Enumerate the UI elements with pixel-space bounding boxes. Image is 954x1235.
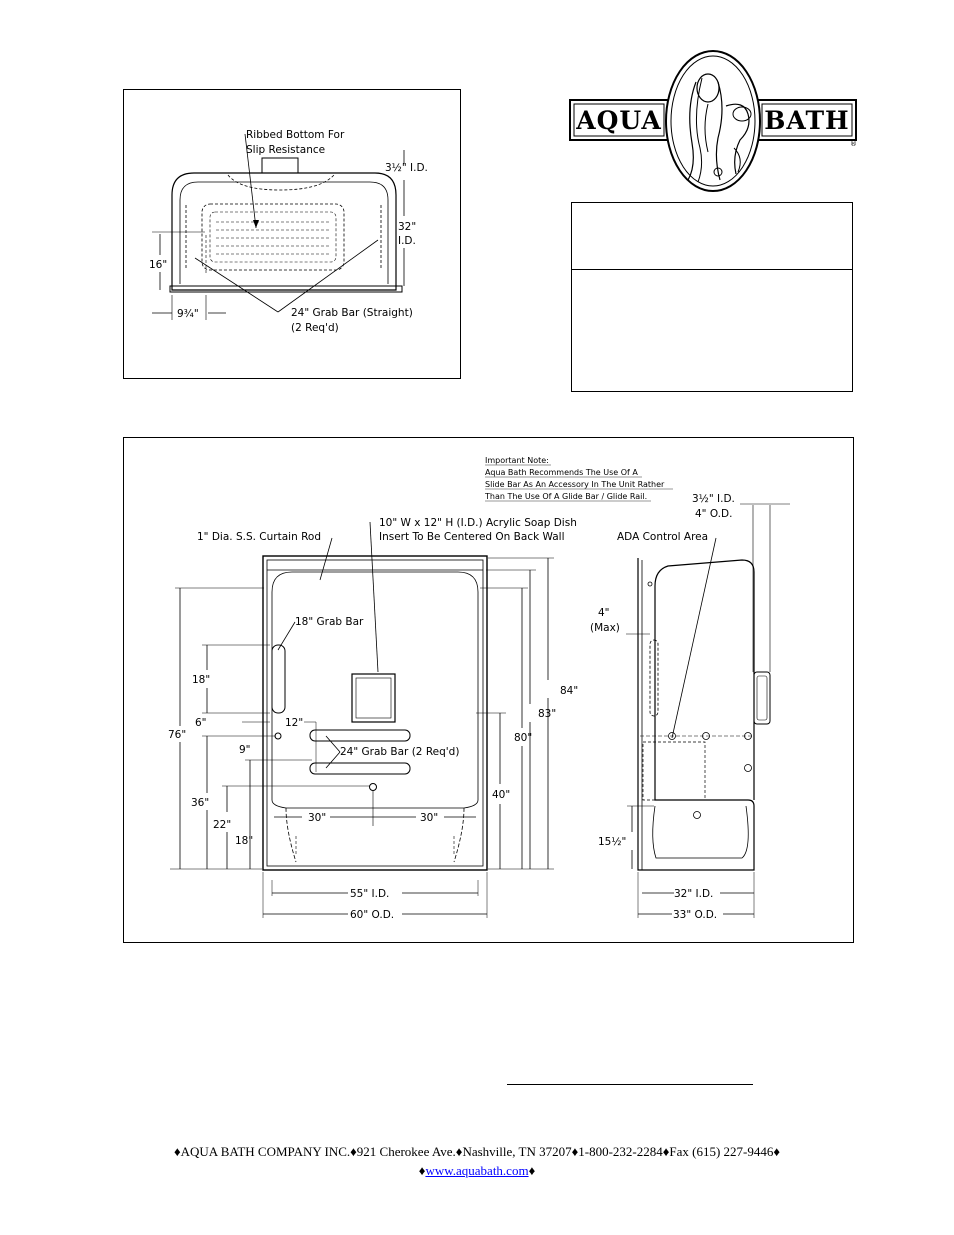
side-top-2: 4" O.D. (695, 508, 732, 520)
footer-address: ♦AQUA BATH COMPANY INC.♦921 Cherokee Ave… (174, 1144, 780, 1159)
important-note-4: Than The Use Of A Glide Bar / Glide Rail… (484, 492, 647, 501)
important-note-1: Important Note: (485, 456, 549, 465)
important-note-2: Aqua Bath Recommends The Use Of A (485, 468, 638, 477)
dim-6: 6" (195, 717, 207, 729)
dim-83: 83" (538, 708, 556, 720)
side-top-1: 3½" I.D. (692, 493, 735, 505)
main-drawing-box (123, 437, 854, 943)
ribbed-note-2: Slip Resistance (246, 144, 325, 156)
dim-60: 60" O.D. (350, 909, 394, 921)
dim-30a: 30" (308, 812, 326, 824)
dim-height-2: I.D. (398, 235, 416, 247)
dim-9-75: 9¾" (177, 308, 199, 320)
dim-30b: 30" (420, 812, 438, 824)
dim-76: 76" (168, 729, 186, 741)
website-link[interactable]: www.aquabath.com (425, 1163, 529, 1178)
title-block (571, 202, 853, 392)
curtain-rod-label: 1" Dia. S.S. Curtain Rod (197, 531, 321, 543)
dim-40: 40" (492, 789, 510, 801)
footer-diamond-left: ♦ (418, 1163, 426, 1178)
dim-max: (Max) (590, 622, 620, 634)
soap-dish-label-1: 10" W x 12" H (I.D.) Acrylic Soap Dish (379, 517, 577, 529)
dim-55: 55" I.D. (350, 888, 389, 900)
dim-12: 12" (285, 717, 303, 729)
logo-right-word: BATH (764, 106, 849, 135)
logo-reg-mark: ® (850, 140, 857, 148)
dim-33: 33" O.D. (673, 909, 717, 921)
dim-18b: 18" (235, 835, 253, 847)
dim-84: 84" (560, 685, 578, 697)
ribbed-note-1: Ribbed Bottom For (246, 129, 345, 141)
grab-18-label: 18" Grab Bar (295, 616, 364, 628)
logo-left-word: AQUA (575, 106, 662, 135)
aqua-bath-logo: AQUA BATH ® (569, 50, 857, 192)
dim-4: 4" (598, 607, 610, 619)
dim-32: 32" I.D. (674, 888, 713, 900)
footer-web: ♦www.aquabath.com♦ (0, 1163, 954, 1179)
grab-24-label: 24" Grab Bar (2 Req'd) (340, 746, 459, 758)
important-note-3: Slide Bar As An Accessory In The Unit Ra… (485, 480, 665, 489)
grab-note-2: (2 Req'd) (291, 322, 339, 334)
title-block-divider (572, 269, 852, 270)
dim-top: 3½" I.D. (385, 162, 428, 174)
grab-note-1: 24" Grab Bar (Straight) (291, 307, 413, 319)
footer-diamond-right: ♦ (528, 1163, 536, 1178)
dim-80: 80" (514, 732, 532, 744)
soap-dish-label-2: Insert To Be Centered On Back Wall (379, 531, 564, 543)
signature-line (507, 1084, 753, 1085)
dim-15: 15½" (598, 836, 626, 848)
top-view-box (123, 89, 461, 379)
dim-height-1: 32" (398, 221, 416, 233)
dim-16: 16" (149, 259, 167, 271)
dim-9: 9" (239, 744, 251, 756)
dim-22: 22" (213, 819, 231, 831)
ada-control-label: ADA Control Area (617, 531, 708, 543)
dim-36: 36" (191, 797, 209, 809)
dim-18a: 18" (192, 674, 210, 686)
